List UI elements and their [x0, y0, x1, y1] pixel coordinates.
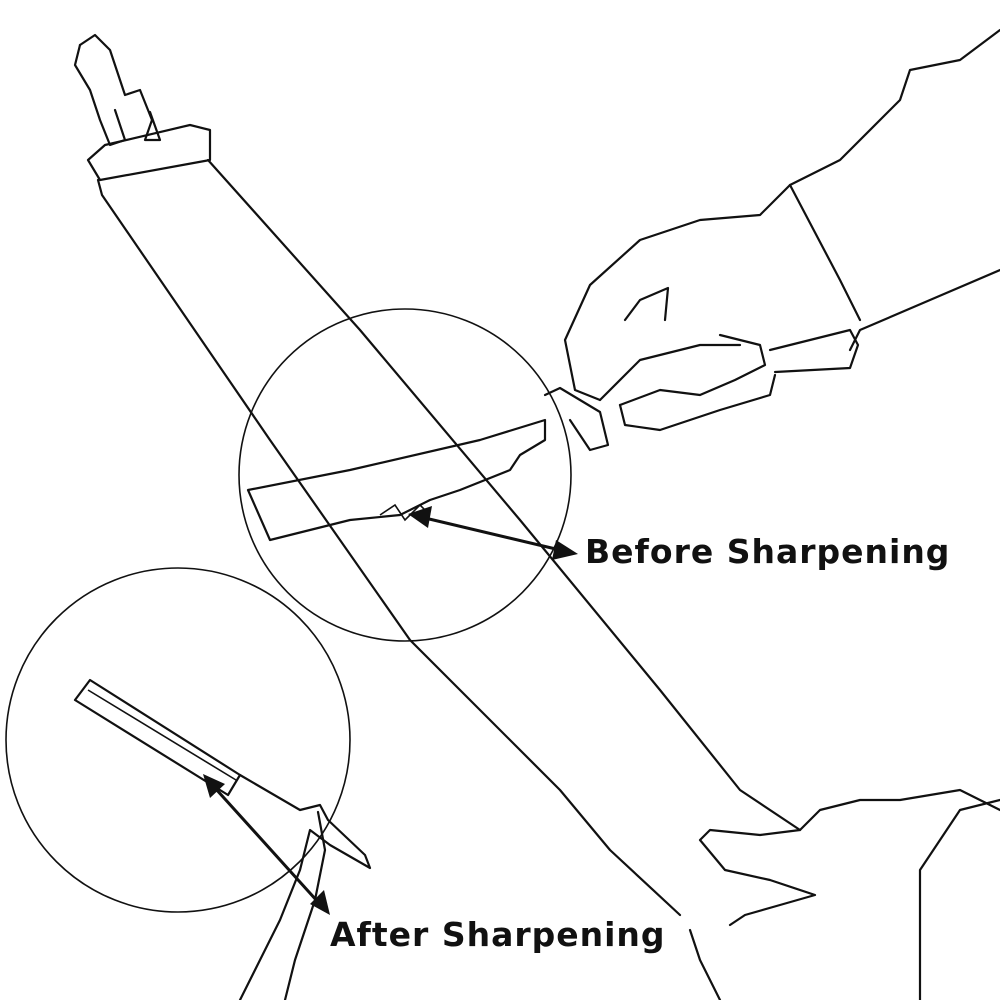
strop-hardware	[73, 33, 212, 182]
before-detail-circle	[238, 308, 572, 642]
lower-hand	[688, 788, 1000, 1000]
leather-strop	[96, 158, 802, 917]
razor-before	[246, 328, 860, 542]
before-sharpening-label: Before Sharpening	[585, 532, 951, 571]
after-arrow	[203, 774, 330, 915]
after-sharpening-label: After Sharpening	[330, 915, 666, 954]
upper-hand	[563, 28, 1000, 432]
before-arrow	[408, 506, 578, 560]
razor-after	[73, 678, 372, 1000]
after-detail-circle	[5, 567, 351, 913]
